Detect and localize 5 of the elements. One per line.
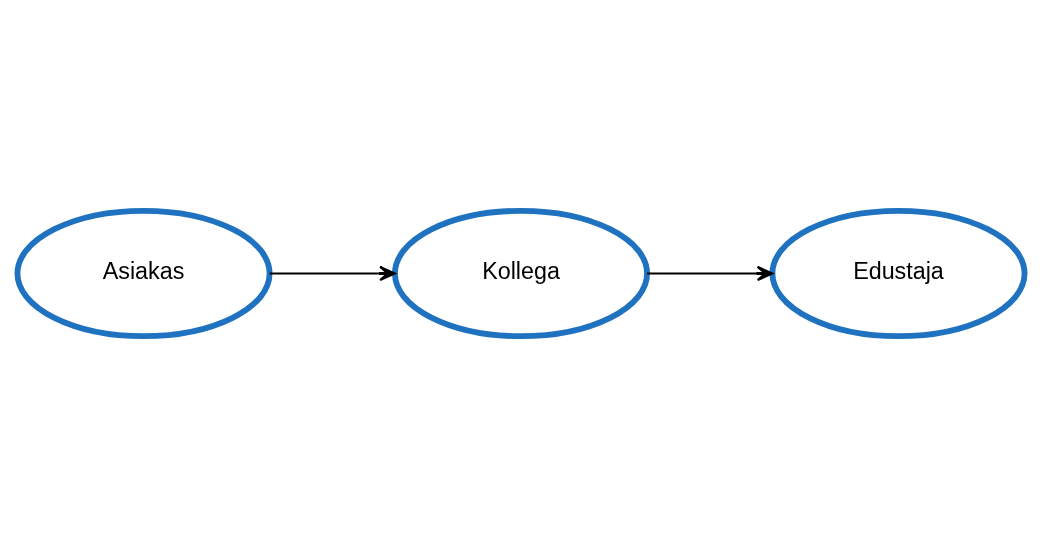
- node-ellipse: Kollega: [392, 207, 650, 339]
- arrow: [647, 265, 774, 281]
- arrow: [269, 265, 396, 281]
- node-ellipse: Edustaja: [769, 207, 1028, 339]
- node-ellipse: Asiakas: [14, 207, 273, 339]
